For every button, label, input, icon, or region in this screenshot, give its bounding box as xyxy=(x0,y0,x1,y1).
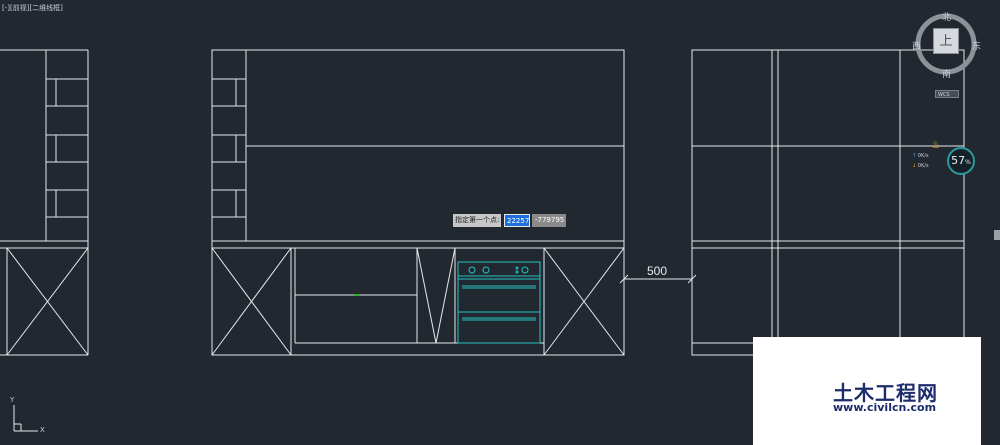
oven-elevation xyxy=(457,261,541,344)
download-speed-value: 0K/s xyxy=(917,163,929,169)
viewcube-west-label[interactable]: 西 xyxy=(912,42,922,52)
viewcube-top-face[interactable]: 上 xyxy=(933,28,959,54)
viewport-label[interactable]: [-][前视][二维线框] xyxy=(2,4,63,12)
performance-unit: % xyxy=(965,159,971,166)
viewcube-south-label[interactable]: 南 xyxy=(942,70,952,80)
left-cabinet-elevation xyxy=(0,49,89,356)
watermark-panel: 土木工程网 www.civilcn.com xyxy=(753,337,981,445)
watermark-title: 土木工程网 xyxy=(833,381,938,405)
center-cabinet-elevation xyxy=(211,49,625,356)
viewcube-ring xyxy=(915,13,977,75)
ucs-y-label: Y xyxy=(10,396,15,404)
dynamic-input-y-field[interactable]: -779795 xyxy=(532,214,566,227)
performance-meter[interactable]: 57% xyxy=(947,147,975,175)
wcs-menu[interactable]: WCS xyxy=(935,90,959,98)
upload-arrow-icon: ↑ xyxy=(912,153,917,159)
ucs-icon xyxy=(13,405,38,432)
upload-speed-value: 0K/s xyxy=(917,153,929,159)
dynamic-input-prompt: 指定第一个点: xyxy=(453,214,501,227)
dimension-line xyxy=(619,274,697,284)
watermark-url: www.civilcn.com xyxy=(833,401,937,414)
upload-speed: ↑ 0K/s xyxy=(912,151,956,161)
ucs-x-label: X xyxy=(40,426,45,434)
fire-icon: ♨ xyxy=(931,138,941,151)
right-cabinet-elevation xyxy=(691,49,965,356)
performance-percent: 57 xyxy=(951,154,966,167)
scrollbar-handle[interactable] xyxy=(994,230,1000,240)
download-speed: ↓ 0K/s xyxy=(912,161,956,171)
download-arrow-icon: ↓ xyxy=(912,163,917,169)
dimension-text: 500 xyxy=(647,264,668,278)
dynamic-input-x-field[interactable]: 22257 xyxy=(504,214,530,227)
viewcube-north-label[interactable]: 北 xyxy=(942,13,952,23)
viewcube-east-label[interactable]: 东 xyxy=(972,42,982,52)
